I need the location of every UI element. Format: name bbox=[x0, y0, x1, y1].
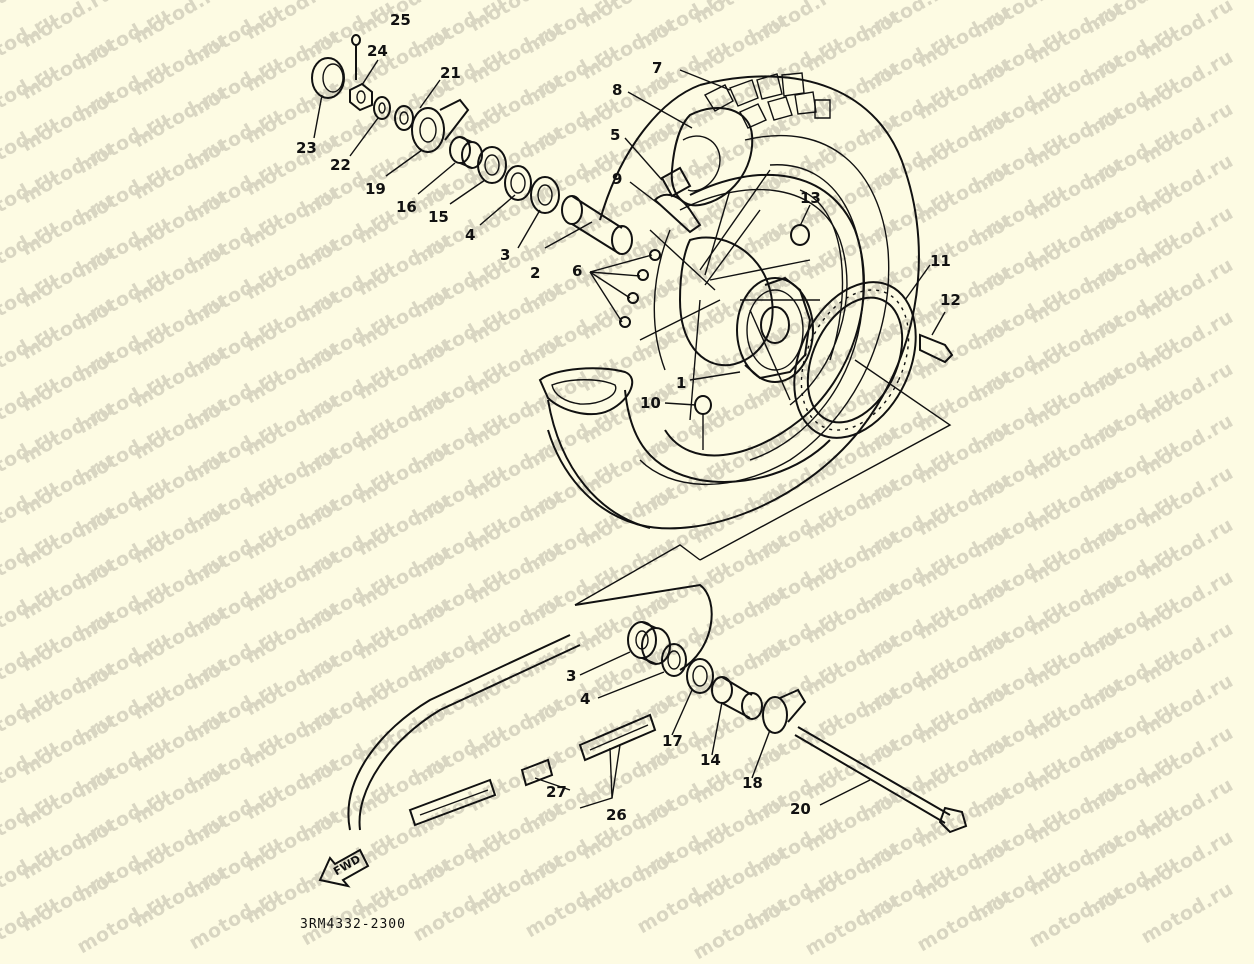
washer-22 bbox=[373, 96, 391, 120]
tube-and-band bbox=[653, 106, 754, 234]
label-4-top: 4 bbox=[465, 226, 475, 244]
callout-lines bbox=[313, 59, 946, 809]
label-4-bottom: 4 bbox=[580, 690, 590, 708]
rear-sprocket bbox=[793, 281, 917, 439]
washer-21 bbox=[394, 105, 414, 131]
label-3-top: 3 bbox=[500, 246, 510, 264]
cotter-pin-25 bbox=[351, 34, 361, 80]
label-13: 13 bbox=[800, 189, 821, 207]
bolt-12 bbox=[919, 333, 954, 364]
label-3-bottom: 3 bbox=[566, 667, 576, 685]
label-20: 20 bbox=[790, 800, 811, 818]
label-21: 21 bbox=[440, 64, 461, 82]
label-11: 11 bbox=[930, 252, 951, 270]
label-24: 24 bbox=[367, 42, 388, 60]
oil-seal-4-top bbox=[504, 165, 532, 201]
axle-collar-2 bbox=[561, 195, 633, 255]
label-18: 18 bbox=[742, 774, 763, 792]
drive-chain-loop bbox=[347, 583, 713, 831]
part-labels: 7 8 5 9 2 3 4 15 16 19 22 23 24 25 21 6 … bbox=[296, 11, 961, 824]
label-22: 22 bbox=[330, 156, 351, 174]
spokes bbox=[639, 169, 820, 421]
bearing-3-top bbox=[530, 176, 560, 214]
label-27: 27 bbox=[546, 783, 567, 801]
tire bbox=[538, 72, 920, 530]
grouping-lines bbox=[574, 359, 952, 606]
hub bbox=[678, 236, 814, 383]
label-25: 25 bbox=[390, 11, 411, 29]
rim bbox=[653, 173, 865, 457]
label-14: 14 bbox=[700, 751, 721, 769]
bearing-3-bottom bbox=[627, 621, 671, 665]
fwd-arrow-icon: FWD bbox=[318, 848, 370, 888]
label-15: 15 bbox=[428, 208, 449, 226]
chain-segment-26 bbox=[408, 713, 657, 827]
label-9: 9 bbox=[612, 170, 622, 188]
label-17: 17 bbox=[662, 732, 683, 750]
label-2: 2 bbox=[530, 264, 540, 282]
label-16: 16 bbox=[396, 198, 417, 216]
nut-10 bbox=[694, 395, 712, 450]
label-8: 8 bbox=[612, 81, 622, 99]
label-6: 6 bbox=[572, 262, 582, 280]
master-link-27 bbox=[520, 758, 554, 787]
axle-20 bbox=[794, 726, 968, 834]
collar-16 bbox=[449, 136, 483, 169]
label-1: 1 bbox=[676, 374, 686, 392]
nut-24 bbox=[349, 82, 373, 112]
cap-23 bbox=[311, 57, 345, 99]
diagram-code: 3RM4332-2300 bbox=[300, 917, 406, 932]
nut-13 bbox=[790, 224, 810, 246]
label-10: 10 bbox=[640, 394, 661, 412]
label-26: 26 bbox=[606, 806, 627, 824]
label-12: 12 bbox=[940, 291, 961, 309]
label-23: 23 bbox=[296, 139, 317, 157]
collar-14 bbox=[711, 676, 763, 720]
label-5: 5 bbox=[610, 126, 620, 144]
label-7: 7 bbox=[652, 59, 662, 77]
oil-seal-4-bottom bbox=[661, 643, 687, 677]
speedo-gear-19 bbox=[411, 98, 470, 153]
label-19: 19 bbox=[365, 180, 386, 198]
seal-17 bbox=[686, 658, 714, 694]
rear-wheel-exploded-diagram: FWD 7 8 bbox=[296, 11, 968, 932]
adjuster-18 bbox=[762, 688, 807, 734]
